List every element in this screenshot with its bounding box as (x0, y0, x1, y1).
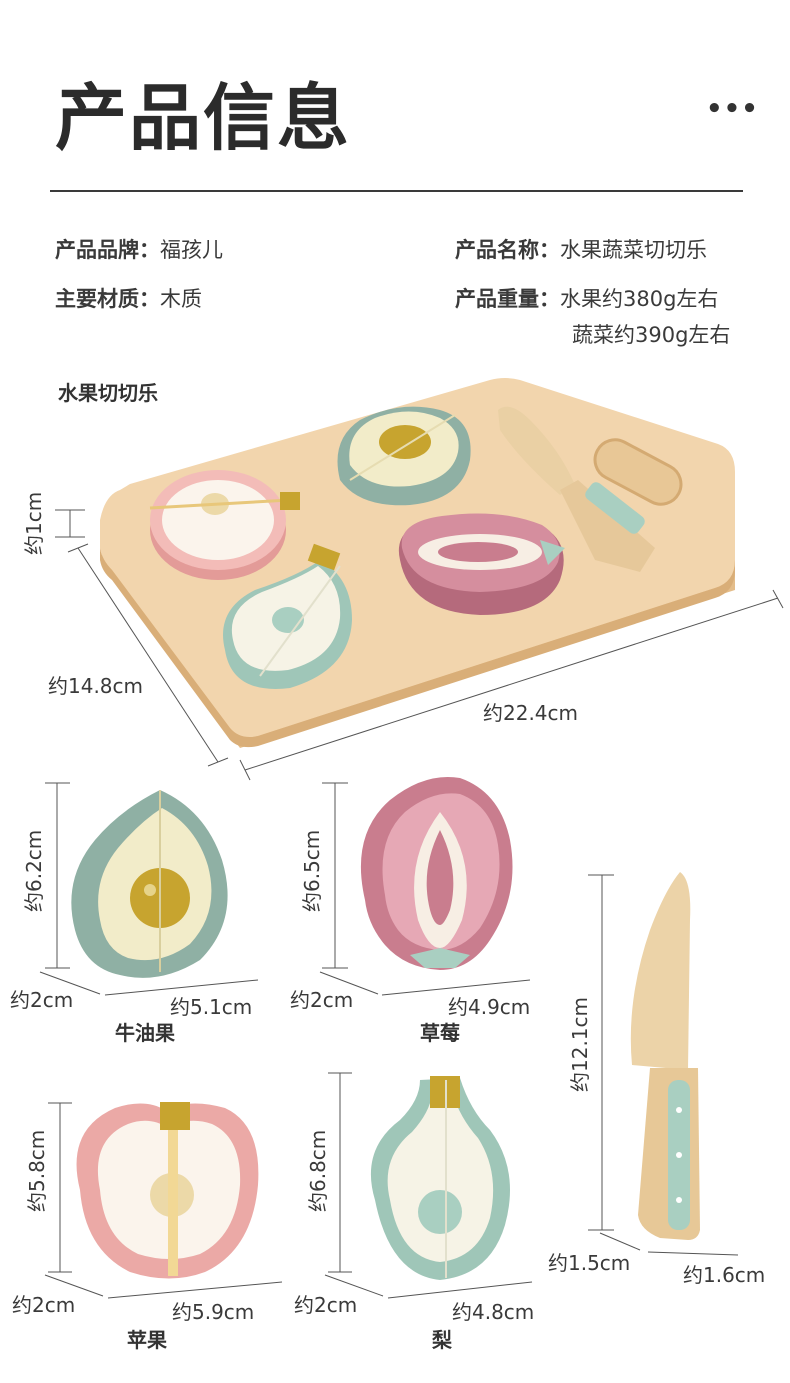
knife-piece (630, 872, 700, 1240)
strawberry-piece (360, 776, 513, 970)
weight-value-fruit: 水果约380g左右 (560, 287, 719, 311)
pear-height-label: 约6.8cm (306, 1129, 330, 1212)
apple-name: 苹果 (127, 1328, 167, 1352)
avocado-width-label: 约5.1cm (170, 995, 253, 1019)
material-row: 主要材质：木质 (55, 289, 202, 310)
piece-dimension-lines (39, 782, 739, 1299)
pear-thickness-label: 约2cm (294, 1293, 358, 1317)
apple-width-label: 约5.9cm (172, 1300, 255, 1324)
material-value: 木质 (160, 287, 202, 311)
title-divider (50, 190, 743, 192)
strawberry-name: 草莓 (420, 1021, 460, 1045)
apple-thickness-label: 约2cm (12, 1293, 76, 1317)
knife-width-label: 约1.6cm (683, 1263, 766, 1287)
board-width-label: 约22.4cm (483, 701, 579, 725)
brand-row: 产品品牌：福孩儿 (55, 240, 223, 261)
board-depth-label: 约14.8cm (48, 674, 144, 698)
brand-label: 产品品牌： (55, 238, 160, 262)
board-dimension-lines (55, 509, 784, 781)
product-name-value: 水果蔬菜切切乐 (560, 238, 707, 262)
avocado-thickness-label: 约2cm (10, 988, 74, 1012)
board-strawberry (398, 513, 565, 615)
avocado-piece (71, 790, 228, 978)
board-avocado (337, 406, 471, 506)
knife-thickness-label: 约1.5cm (548, 1251, 631, 1275)
board-knife (498, 406, 655, 572)
board-height-label: 约1cm (22, 491, 46, 555)
weight-row: 产品重量：水果约380g左右 (455, 289, 718, 310)
board-pear (223, 543, 352, 689)
strawberry-width-label: 约4.9cm (448, 995, 531, 1019)
board-apple (149, 470, 300, 580)
apple-height-label: 约5.8cm (25, 1129, 49, 1212)
strawberry-thickness-label: 约2cm (290, 988, 354, 1012)
weight-value-vegetable: 蔬菜约390g左右 (572, 323, 731, 347)
weight-label: 产品重量： (455, 287, 560, 311)
pear-name: 梨 (432, 1328, 452, 1352)
pear-width-label: 约4.8cm (452, 1300, 535, 1324)
product-name-row: 产品名称：水果蔬菜切切乐 (455, 240, 707, 261)
brand-value: 福孩儿 (160, 238, 223, 262)
material-label: 主要材质： (55, 287, 160, 311)
pear-piece (370, 1076, 510, 1280)
more-options-icon[interactable]: ••• (706, 94, 759, 124)
avocado-height-label: 约6.2cm (22, 829, 46, 912)
product-name-label: 产品名称： (455, 238, 560, 262)
strawberry-height-label: 约6.5cm (300, 829, 324, 912)
avocado-name: 牛油果 (115, 1021, 175, 1045)
section-title: 水果切切乐 (58, 381, 158, 405)
page-title: 产品信息 (55, 76, 352, 160)
apple-piece (76, 1102, 259, 1279)
knife-height-label: 约12.1cm (568, 996, 592, 1092)
